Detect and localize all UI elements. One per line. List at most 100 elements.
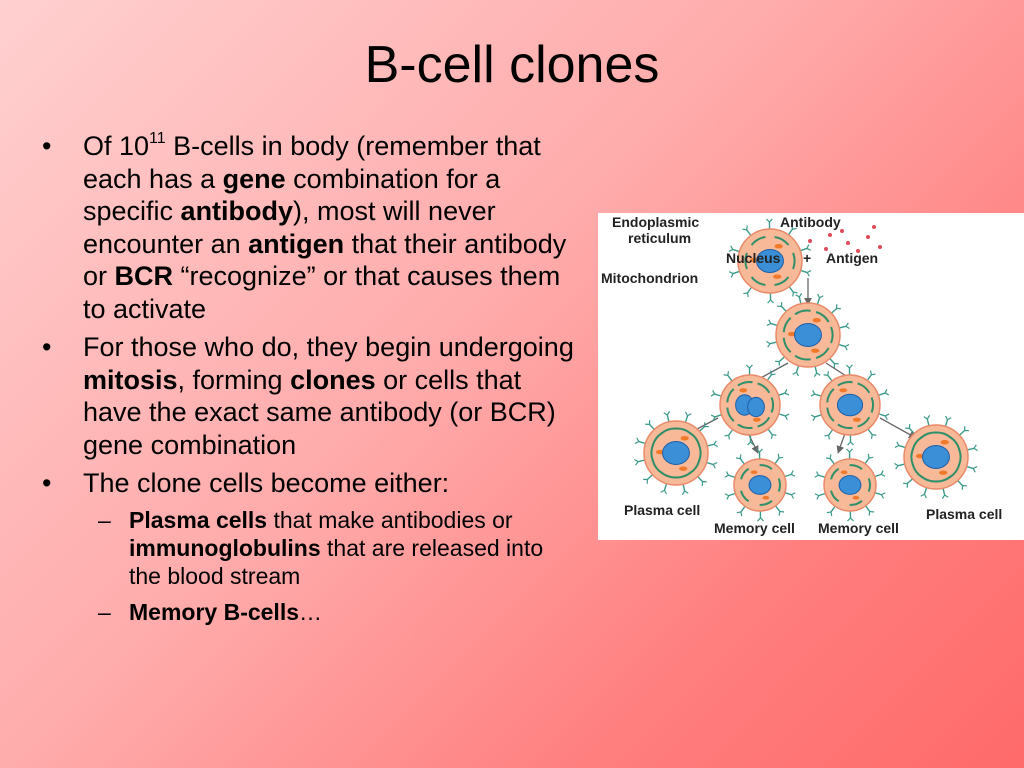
text: … (299, 598, 323, 625)
memory-cell-left (724, 448, 796, 522)
antibody-mark (666, 414, 670, 422)
antibody-mark (723, 374, 728, 376)
antibody-mark (847, 517, 851, 522)
text: Of 10 (83, 131, 150, 161)
antibody-mark (710, 393, 715, 397)
antibody-mark (788, 286, 794, 293)
antibody-mark (697, 475, 704, 483)
er-strand (830, 326, 834, 344)
antibody-mark (793, 291, 798, 294)
antibody-mark (766, 322, 772, 326)
antibody-mark (750, 441, 754, 446)
er-strand (777, 478, 782, 492)
antibody-mark (806, 247, 811, 251)
antibody-mark (806, 270, 812, 274)
antibody-mark (706, 461, 714, 466)
antibody-mark (698, 425, 706, 432)
antibody-mark (967, 447, 975, 451)
antibody-mark (957, 479, 964, 487)
antibody-mark (724, 493, 730, 497)
mitochondrion (774, 244, 783, 249)
antibody-mark (972, 468, 976, 473)
antibody-mark (944, 419, 949, 427)
antibody-mark (880, 470, 884, 475)
antigen-particles (792, 225, 882, 253)
antibody-mark (767, 343, 771, 348)
sub-bullet-marker: – (98, 506, 111, 533)
antibody-mark (814, 366, 818, 374)
text: combination for a specific (83, 163, 501, 227)
antibody-mark (830, 511, 833, 517)
antibody-mark (839, 325, 847, 329)
antibody-mark (784, 388, 788, 394)
antigen-dot (808, 239, 812, 243)
antibody-mark (878, 413, 886, 417)
antibody-mark (880, 494, 885, 499)
er-strand (737, 381, 753, 387)
antibody-mark (795, 365, 800, 373)
er-strand (958, 448, 962, 466)
antibody-mark (778, 413, 786, 417)
er-strand (792, 252, 796, 270)
er-strand (911, 463, 923, 478)
keyword-immunoglobulins: immunoglobulins (129, 534, 321, 561)
mitochondrion (840, 470, 848, 475)
antibody-mark (778, 511, 781, 516)
antibody-mark (816, 495, 820, 500)
antibody-mark (816, 297, 821, 305)
antibody-mark (743, 292, 748, 295)
antibody-mark (966, 465, 974, 470)
keyword-plasma-cells: Plasma cells (129, 506, 268, 533)
er-strand (689, 432, 701, 447)
antibody-mark (728, 492, 736, 497)
er-strand (910, 448, 914, 466)
antibody-mark (800, 269, 808, 274)
er-strand (757, 416, 771, 428)
antibody-mark (646, 474, 654, 481)
antibody-mark (884, 388, 888, 394)
er-strand (675, 471, 692, 479)
antibody-mark (724, 474, 729, 478)
antibody-mark (684, 415, 689, 423)
label-plasma-cell-right: Plasma cell (926, 506, 1002, 522)
antibody-mark (870, 370, 872, 375)
label-endoplasmic: Endoplasmic (612, 214, 699, 230)
label-plasma-cell-left: Plasma cell (624, 502, 700, 518)
antibody-mark (880, 473, 886, 477)
er-strand (935, 431, 952, 439)
antibody-mark (746, 286, 753, 294)
er-strand (750, 236, 766, 246)
antibody-mark (819, 295, 824, 299)
nucleus (838, 475, 862, 495)
antibody-mark (648, 423, 655, 431)
text: that are released into the blood stream (129, 534, 544, 589)
text: “recognize” or that causes them to activ… (83, 261, 561, 324)
antibody-mark (770, 434, 773, 439)
antibody-mark (684, 490, 689, 494)
antibody-mark (732, 270, 740, 275)
label-mitochondrion: Mitochondrion (601, 270, 698, 286)
antibody-mark (730, 245, 734, 250)
antibody-mark (766, 374, 772, 381)
antibody-mark (923, 487, 928, 495)
antibody-mark (844, 344, 850, 348)
cell-initial (728, 218, 812, 304)
mitochondrion (852, 495, 860, 500)
antigen-dot (840, 229, 844, 233)
antibody-mark (828, 429, 834, 436)
er-strand (660, 471, 677, 479)
er-strand (782, 317, 792, 333)
er-strand (815, 347, 830, 359)
antibody-mark (818, 474, 826, 478)
er-strand (782, 337, 792, 353)
antibody-mark (942, 488, 946, 496)
antibody-mark (849, 364, 853, 369)
er-strand (911, 436, 923, 451)
er-strand (794, 354, 811, 361)
nucleus (794, 322, 822, 348)
er-strand (826, 407, 835, 422)
antibody-mark (810, 393, 815, 397)
antibody-mark (973, 447, 978, 452)
sub-bullet-memory-b-cells: – Memory B-cells… (36, 598, 576, 626)
antibody-mark (812, 416, 816, 422)
